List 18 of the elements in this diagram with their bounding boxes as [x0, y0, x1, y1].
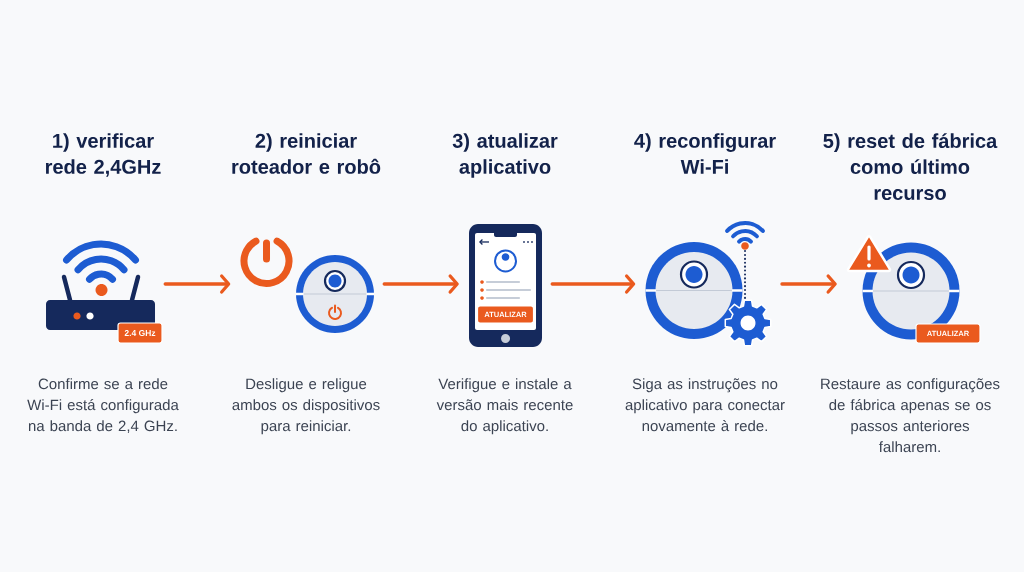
step-description: Restaure as configurações de fábrica apenas se os passos anteriores falharem. — [821, 378, 1000, 453]
router-icon — [46, 240, 155, 330]
step-heading: 2) reiniciar roteador e robô — [232, 133, 381, 174]
step-description: Desligue e religue ambos os dispositivos para reiniciar. — [232, 378, 380, 435]
step-description: Confirme se a rede Wi-Fi está configurada na banda de 2,4 GHz. — [27, 378, 179, 433]
arrow — [780, 274, 837, 294]
step-heading: 5) reset de fábrica como último recurso — [823, 133, 998, 201]
step-heading: 1) verificar rede 2,4GHz — [45, 133, 161, 177]
arrow — [382, 274, 459, 294]
step-description: Siga as instruções no aplicativo para conectar novamente à rede. — [625, 378, 785, 432]
robot-power-icon — [240, 237, 374, 333]
step-description: Verifigue e instale a versão mais recente do aplicativo. — [436, 378, 573, 435]
step-heading: 4) reconfigurar Wi-Fi — [634, 133, 776, 174]
step-heading: 3) atualizar aplicativo — [452, 133, 558, 178]
robot-wifi-icon — [645, 221, 772, 347]
frequency-badge: 2.4 GHz — [117, 322, 163, 344]
arrow — [163, 274, 231, 294]
arrow — [550, 274, 636, 294]
